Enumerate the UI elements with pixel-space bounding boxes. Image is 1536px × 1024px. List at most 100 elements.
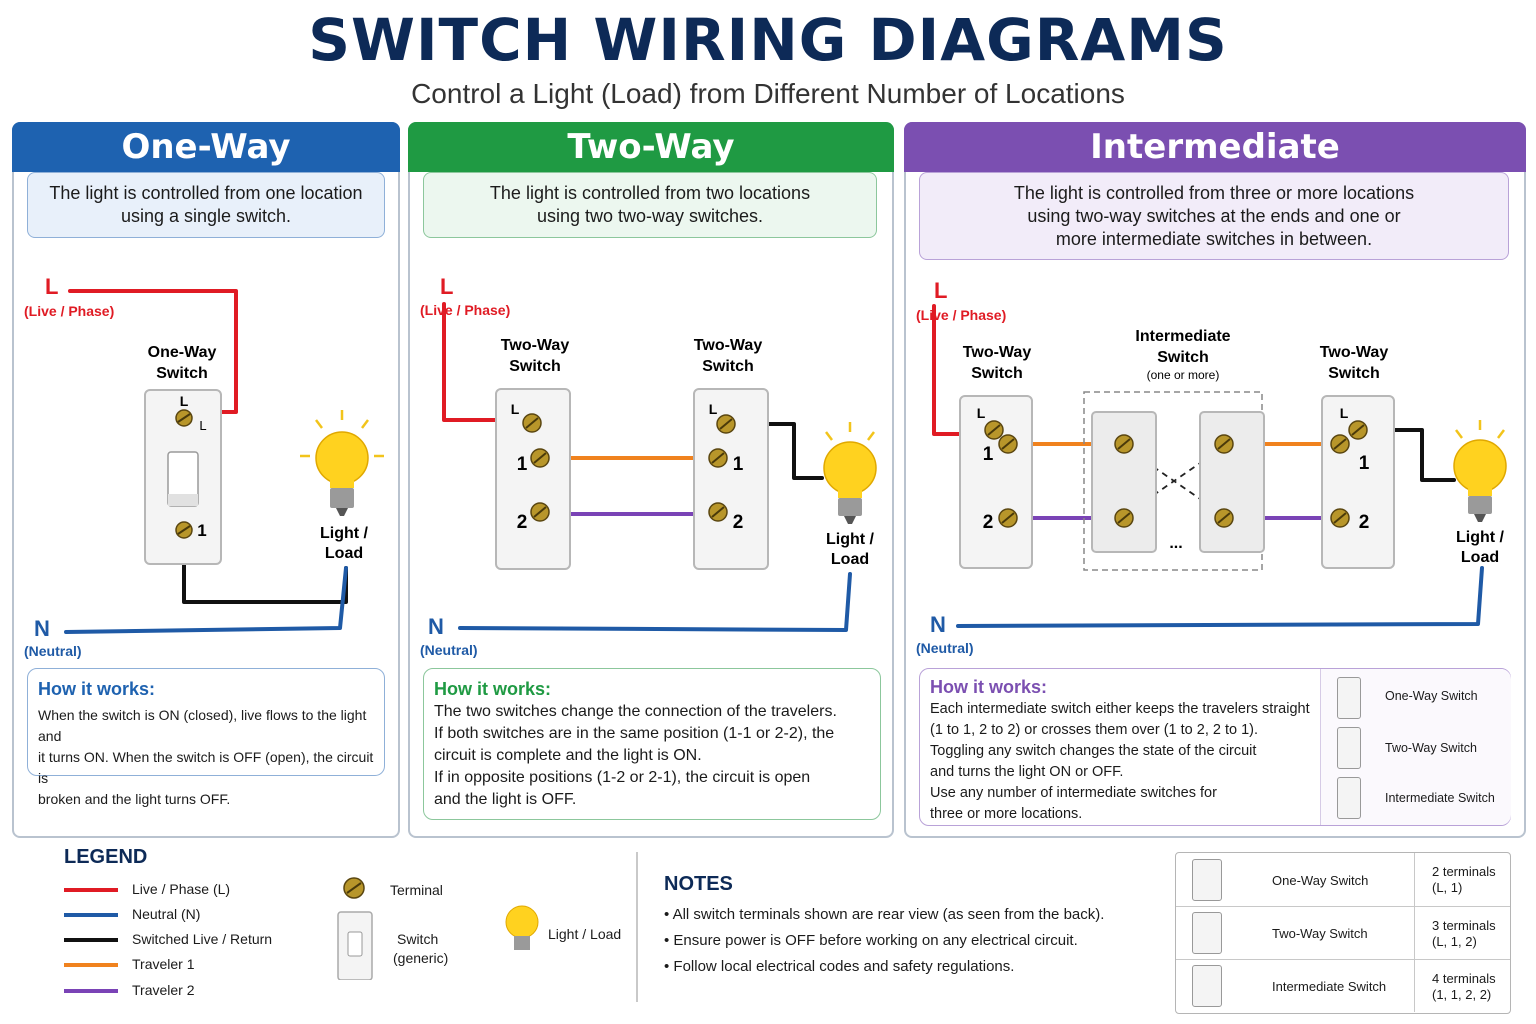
- legend-swatch: [64, 963, 118, 967]
- terminal-icon: [998, 434, 1018, 454]
- switch-title: Two-Way: [501, 337, 570, 354]
- twoway-how-it-works: How it works: The two switches change th…: [423, 668, 881, 820]
- live-sub-label: (Live / Phase): [420, 302, 510, 318]
- legend-icons: [337, 877, 539, 980]
- oneway-description: The light is controlled from one locatio…: [27, 172, 385, 238]
- terminal-icon: [530, 502, 550, 522]
- switch-icon: [337, 911, 373, 980]
- intermediate-switch: [1199, 411, 1265, 553]
- switch-title: One-Way: [148, 344, 217, 361]
- terminal-icon: [175, 409, 193, 427]
- intermediate-diagram: L (Live / Phase) N (Neutral) Two-Way Swi…: [916, 278, 1507, 656]
- two-way-switch-left: [495, 388, 571, 570]
- oneway-panel: One-Way The light is controlled from one…: [12, 122, 400, 838]
- mini-switch-icon: [1192, 912, 1222, 954]
- table-terminal-count: 4 terminals: [1432, 971, 1496, 986]
- intermediate-title: Intermediate: [1135, 328, 1230, 345]
- twoway-header: Two-Way: [408, 122, 894, 172]
- mini-legend-label: Intermediate Switch: [1385, 791, 1495, 805]
- terminal-icon: [530, 448, 550, 468]
- switch-title: Switch: [156, 365, 208, 382]
- terminal-icon: [716, 414, 736, 434]
- terminal-label-2: 2: [1359, 512, 1370, 533]
- terminal-label-L: L: [180, 393, 189, 409]
- how-text: Each intermediate switch either keeps th…: [930, 701, 1310, 822]
- terminal-icon: [175, 521, 193, 539]
- mini-legend-label: One-Way Switch: [1385, 689, 1478, 703]
- table-row: Two-Way Switch 3 terminals (L, 1, 2): [1176, 906, 1510, 960]
- how-text: The two switches change the connection o…: [434, 703, 837, 808]
- mini-legend-label: Two-Way Switch: [1385, 741, 1477, 755]
- terminal-label-1: 1: [517, 454, 528, 475]
- note-text: Follow local electrical codes and safety…: [673, 958, 1015, 975]
- legend-label: Switched Live / Return: [132, 931, 273, 947]
- light-bulb-icon: [300, 410, 384, 516]
- table-terminal-count: 3 terminals: [1432, 918, 1496, 933]
- switch-title: Switch: [971, 365, 1023, 382]
- how-title: How it works:: [930, 677, 1048, 697]
- oneway-how-it-works: How it works: When the switch is ON (clo…: [27, 668, 385, 807]
- intermediate-panel: Intermediate The light is controlled fro…: [904, 122, 1526, 838]
- light-bulb-icon: [823, 422, 877, 524]
- terminal-label-2: 2: [983, 512, 994, 533]
- neutral-label: N: [930, 612, 946, 637]
- neutral-wire: [64, 566, 348, 634]
- oneway-diagram: L (Live / Phase) N (Neutral) One-Way Swi…: [24, 274, 384, 659]
- oneway-header: One-Way: [12, 122, 400, 172]
- terminal-icon: [708, 448, 728, 468]
- how-title: How it works:: [434, 679, 552, 699]
- terminal-icon: [1114, 508, 1134, 528]
- switch-title: Switch: [509, 358, 561, 375]
- terminal-icon: [1348, 420, 1368, 440]
- terminal-icon: [522, 413, 542, 433]
- table-switch-name: Intermediate Switch: [1272, 979, 1387, 994]
- legend-switch-label: (generic): [393, 950, 449, 966]
- table-row: One-Way Switch 2 terminals (L, 1): [1176, 853, 1510, 907]
- mini-legend: One-Way Switch Two-Way Switch Intermedia…: [1320, 669, 1511, 825]
- table-row: Intermediate Switch 4 terminals (1, 1, 2…: [1176, 959, 1510, 1012]
- switch-title: Switch: [1328, 365, 1380, 382]
- note-text: Ensure power is OFF before working on an…: [673, 932, 1078, 949]
- legend-title: LEGEND: [64, 846, 148, 868]
- light-label: Load: [1461, 549, 1499, 566]
- terminal-icon: [998, 508, 1018, 528]
- terminal-label-1: 1: [983, 444, 994, 465]
- legend-label: Neutral (N): [132, 906, 201, 922]
- oneway-switch: [144, 389, 222, 565]
- neutral-wire: [458, 572, 852, 632]
- switch-title: Two-Way: [1320, 344, 1389, 361]
- twoway-panel: Two-Way The light is controlled from two…: [408, 122, 894, 838]
- ellipsis-label: ...: [1169, 535, 1182, 552]
- mini-legend-row: Intermediate Switch: [1337, 777, 1507, 821]
- terminal-label-2: 2: [733, 512, 744, 533]
- how-text: When the switch is ON (closed), live flo…: [38, 707, 374, 807]
- intermediate-description: The light is controlled from three or mo…: [919, 172, 1509, 260]
- live-label: L: [934, 278, 947, 303]
- mini-switch-icon: [1337, 677, 1361, 719]
- legend-swatch: [64, 989, 118, 993]
- live-label: L: [45, 274, 58, 299]
- light-label: Load: [325, 545, 363, 562]
- terminal-label-1: 1: [197, 521, 206, 540]
- page-subtitle: Control a Light (Load) from Different Nu…: [411, 78, 1125, 109]
- terminal-label-L: L: [511, 401, 520, 417]
- neutral-label: N: [428, 614, 444, 639]
- twoway-description: The light is controlled from two locatio…: [423, 172, 877, 238]
- light-bulb-icon: [505, 905, 539, 950]
- mini-switch-icon: [1337, 777, 1361, 819]
- mini-legend-row: One-Way Switch: [1337, 677, 1507, 721]
- mini-switch-icon: [1192, 965, 1222, 1007]
- intermediate-how-it-works: How it works: Each intermediate switch e…: [919, 668, 1511, 826]
- table-terminal-list: (L, 1): [1432, 880, 1463, 895]
- light-bulb-icon: [1453, 420, 1507, 522]
- light-label: Light /: [320, 525, 369, 542]
- legend-terminal-label: Terminal: [390, 882, 443, 898]
- note-text: All switch terminals shown are rear view…: [672, 906, 1105, 923]
- mini-switch-icon: [1192, 859, 1222, 901]
- legend-swatch: [64, 913, 118, 917]
- note-item: • All switch terminals shown are rear vi…: [664, 906, 1105, 923]
- live-sub-label: (Live / Phase): [24, 303, 114, 319]
- legend-switch-label: Switch: [397, 931, 439, 947]
- terminal-label-L: L: [977, 405, 986, 421]
- table-switch-name: Two-Way Switch: [1272, 926, 1368, 941]
